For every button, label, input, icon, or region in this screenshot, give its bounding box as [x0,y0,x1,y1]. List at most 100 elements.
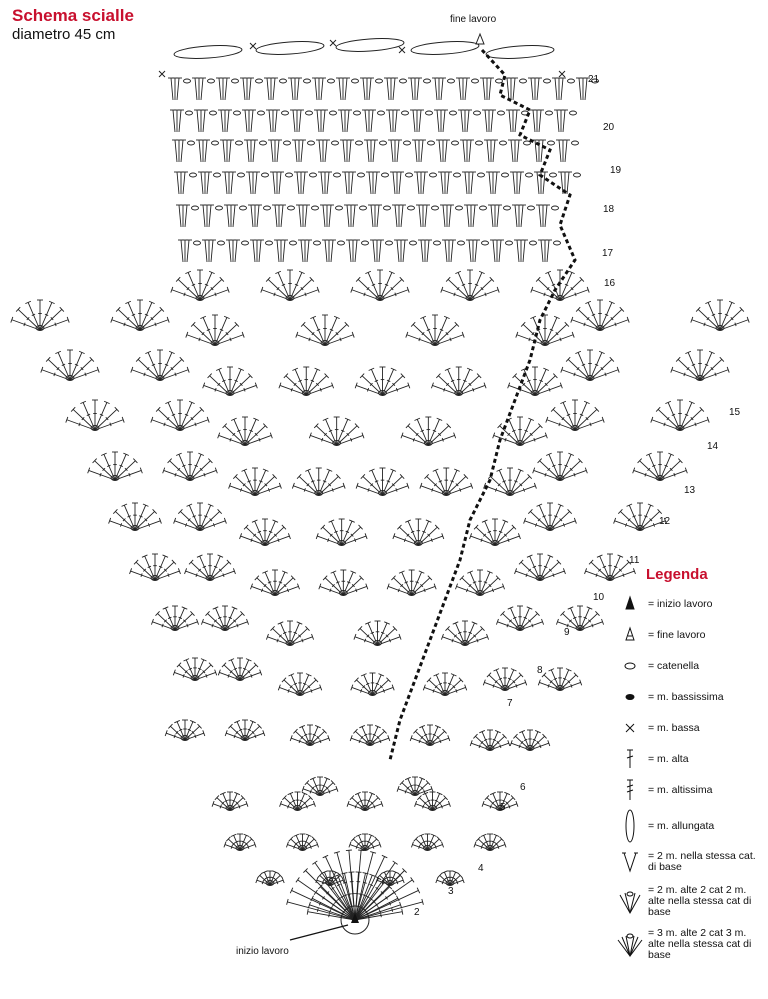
elongated-stitch [173,45,243,59]
stitch-group [508,139,531,163]
row-number: 12 [659,516,671,527]
stitch-group [490,239,513,263]
stitch-group [198,171,221,195]
stitch-group [410,109,433,133]
stitch-fan [482,667,528,691]
stitch-fan [469,729,511,751]
stitch-group [576,77,599,101]
single-crochet-mark [249,42,257,50]
start-ring [289,905,370,941]
stitch-fan [301,776,339,796]
stitch-fan [224,719,266,741]
single-crochet-mark [329,39,337,47]
stitch-fan [483,467,537,496]
stitch-group [418,239,441,263]
stitch-group [368,204,391,228]
row-number: 2 [414,907,420,918]
legend-item: = catenella [612,653,762,679]
stitch-group [392,204,415,228]
stitch-fan [532,451,588,481]
stitch-fan [40,349,100,381]
stitch-group [222,171,245,195]
row-number: 8 [537,665,543,676]
legend-item: = inizio lavoro [612,591,762,617]
legend-title: Legenda [646,566,708,583]
chain-icon [624,662,636,670]
stitch-group [386,109,409,133]
stitch-fan [223,833,257,851]
stitch-group [462,171,485,195]
stitch-fan [170,269,230,301]
stitch-group [294,171,317,195]
stitch-group [226,239,249,263]
stitch-group [292,139,315,163]
stitch-fan [346,791,384,811]
stitch-fan [278,366,335,396]
stitch-fan [129,553,181,581]
stitch-fan [430,366,487,396]
stitch-group [172,139,195,163]
stitch-fan [409,724,451,746]
legend-symbol [612,808,648,844]
stitch-group [342,171,365,195]
stitch-group [456,77,479,101]
stitch-fan [286,833,319,851]
elongated-stitch [255,41,325,55]
row-number: 9 [564,627,570,638]
two-in-same-icon [622,852,638,873]
slip-stitch-icon [625,694,635,700]
stitch-fan [108,502,162,531]
stitch-group [488,204,511,228]
row-number: 16 [604,278,616,289]
row-number: 7 [507,698,513,709]
stitch-fan [584,553,636,581]
stitch-group [244,139,267,163]
stitch-group [312,77,335,101]
stitch-group [434,109,457,133]
stitch-group [412,139,435,163]
row-number: 13 [684,485,696,496]
legend-symbol [612,889,648,915]
elongated-stitch [485,45,555,59]
stitch-fan [473,833,507,851]
stitch-group [250,239,273,263]
stitch-group [192,77,215,101]
stitch-fan [318,569,369,596]
legend-symbol [612,591,648,617]
stitch-group [440,204,463,228]
stitch-group [536,204,559,228]
stitch-group [268,139,291,163]
stitch-fan [228,467,282,496]
shell-3-icon [617,933,643,957]
stitch-fan [455,569,505,596]
stitch-group [322,239,345,263]
legend-item: = 3 m. alte 2 cat 3 m. alte nella stessa… [612,928,762,961]
legend-symbol [612,622,648,648]
stitch-group [480,77,503,101]
legend-symbol [612,715,648,741]
treble-crochet-icon [626,779,634,800]
stitch-group [266,109,289,133]
stitch-group [242,109,265,133]
stitch-fan [349,724,391,746]
elongated-stitch-icon [625,809,635,843]
stitch-fan [65,399,125,431]
stitch-fan [354,366,411,396]
stitch-fan [392,518,445,546]
stitch-group [538,239,561,263]
stitch-fan [435,870,465,886]
stitch-fan [315,870,345,886]
stitch-group [384,77,407,101]
stitch-fan [239,518,291,546]
stitch-fan [348,833,382,851]
stitch-fan [523,502,577,531]
stitch-fan [613,502,667,531]
stitch-group [318,171,341,195]
legend-text: = m. bassa [648,721,700,734]
stitch-fan [690,299,750,331]
stitch-group [178,239,201,263]
stitch-group [534,171,557,195]
legend-text: = 2 m. nella stessa cat. di base [648,850,756,873]
legend-symbol [612,777,648,803]
row-number: 15 [729,407,741,418]
